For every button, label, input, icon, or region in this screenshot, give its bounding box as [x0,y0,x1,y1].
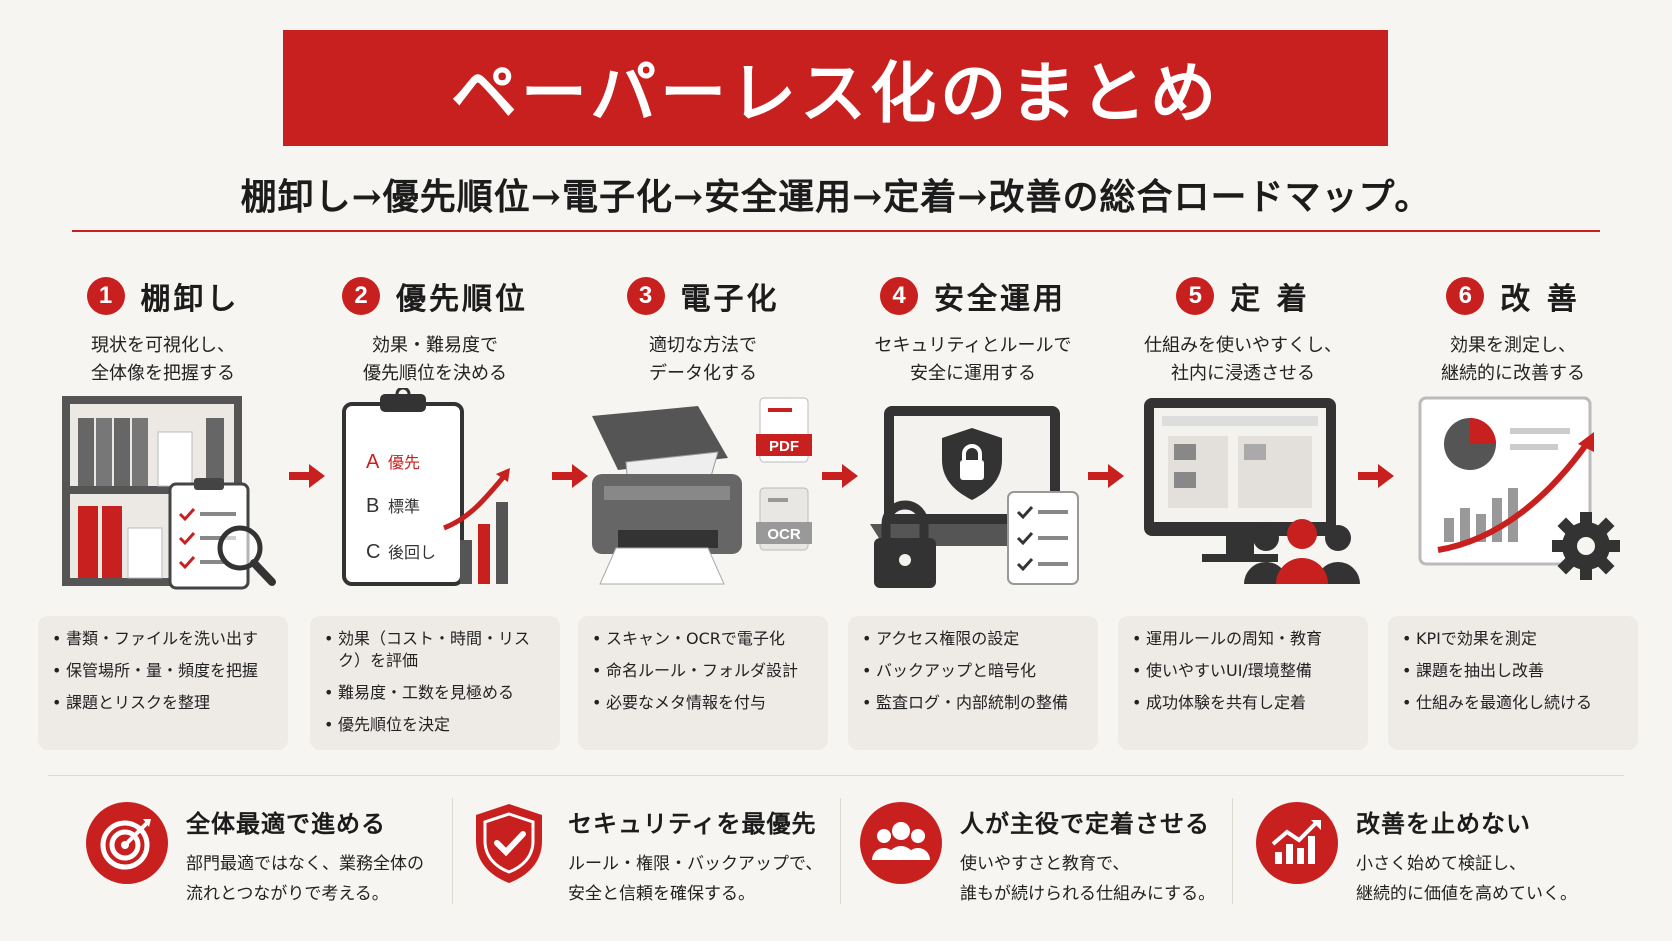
bullet-item: バックアップと暗号化 [862,660,1084,682]
step-title: 棚卸し [140,282,240,317]
scanner-icon: PDF OCR [592,397,812,585]
step-bullets: アクセス権限の設定 バックアップと暗号化 監査ログ・内部統制の整備 [848,616,1098,750]
priority-b-label: 標準 [388,497,420,516]
pillar-continuous-improvement: 改善を止めない 小さく始めて検証し、 継続的に価値を高めていく。 [1256,796,1577,906]
step-number-badge: 2 [342,277,380,315]
arrow-right-icon [1358,464,1394,488]
priority-c-letter: C [366,541,380,563]
pillar-description: 使いやすさと教育で、 誰もが続けられる仕組みにする。 [960,854,1216,904]
bullet-item: アクセス権限の設定 [862,628,1084,650]
step-description: 適切な方法で データ化する [649,335,757,384]
bullet-item: 課題とリスクを整理 [52,692,274,714]
people-icon [860,802,942,884]
step-description: 効果を測定し、 継続的に改善する [1441,335,1585,384]
step-bullets: KPIで効果を測定 課題を抽出し改善 仕組みを最適化し続ける [1388,616,1638,750]
step-1: 1 棚卸し 現状を可視化し、 全体像を把握する 書類・ファイルを洗い出す 保管場… [38,268,288,750]
section-divider [48,775,1624,776]
step-number-badge: 1 [86,277,125,315]
pillar-divider [840,798,841,904]
page-title: ペーパーレス化のまとめ [450,54,1221,132]
bullet-item: 効果（コスト・時間・リスク）を評価 [324,628,546,672]
step-description: 効果・難易度で 優先順位を決める [363,335,507,384]
bullet-item: 優先順位を決定 [324,714,546,736]
arrow-right-icon [1088,464,1124,488]
bullet-item: 使いやすいUI/環境整備 [1132,660,1354,682]
step-title: 電子化 [680,282,780,317]
step-bullets: 書類・ファイルを洗い出す 保管場所・量・頻度を把握 課題とリスクを整理 [38,616,288,750]
step-bullets: 効果（コスト・時間・リスク）を評価 難易度・工数を見極める 優先順位を決定 [310,616,560,750]
step-number-badge: 5 [1176,277,1215,315]
pillar-security-first: セキュリティを最優先 ルール・権限・バックアップで、 安全と信頼を確保する。 [468,796,822,906]
pillar-description: 小さく始めて検証し、 継続的に価値を高めていく。 [1356,854,1577,904]
arrow-right-icon [289,464,325,488]
bullet-item: 書類・ファイルを洗い出す [52,628,274,650]
bullet-item: 運用ルールの周知・教育 [1132,628,1354,650]
priority-a-letter: A [366,451,380,473]
pillar-people-first: 人が主役で定着させる 使いやすさと教育で、 誰もが続けられる仕組みにする。 [860,796,1215,906]
step-description: セキュリティとルールで 安全に運用する [874,335,1072,384]
step-4: 4 安全運用 セキュリティとルールで 安全に運用する アクセス権限の設定 バック… [848,268,1098,750]
step-title: 安全運用 [934,282,1066,317]
step-bullets: 運用ルールの周知・教育 使いやすいUI/環境整備 成功体験を共有し定着 [1118,616,1368,750]
step-3: 3 電子化 適切な方法で データ化する PDF OCR スキャン・OCRで電子化… [578,268,828,750]
pillar-title: 全体最適で進める [186,810,386,838]
page-subtitle: 棚卸し→優先順位→電子化→安全運用→定着→改善の総合ロードマップ。 [240,176,1432,218]
report-growth-gear-icon [1418,396,1620,580]
step-number-badge: 3 [626,277,665,315]
priority-c-label: 後回し [388,543,436,562]
step-title: 優先順位 [396,282,528,317]
bullet-item: 命名ルール・フォルダ設計 [592,660,814,682]
bullet-item: 課題を抽出し改善 [1402,660,1624,682]
pillar-title: セキュリティを最優先 [568,810,817,838]
target-icon [86,802,168,884]
step-2: 2 優先順位 効果・難易度で 優先順位を決める A 優先 B 標準 C 後回し … [310,268,560,750]
step-number-badge: 4 [880,277,918,315]
pillar-description: 部門最適ではなく、業務全体の 流れとつながりで考える。 [186,854,424,904]
step-5: 5 定 着 仕組みを使いやすくし、 社内に浸透させる 運用ルールの周知・教育 使… [1118,268,1368,750]
growth-chart-icon [1256,802,1338,884]
pillar-description: ルール・権限・バックアップで、 安全と信頼を確保する。 [568,854,823,904]
step-bullets: スキャン・OCRで電子化 命名ルール・フォルダ設計 必要なメタ情報を付与 [578,616,828,750]
pillar-title: 改善を止めない [1356,810,1531,838]
bullet-item: 監査ログ・内部統制の整備 [862,692,1084,714]
priority-clipboard-chart-icon: A 優先 B 標準 C 後回し [342,388,510,586]
step-title: 改 善 [1500,282,1580,317]
pillar-divider [1232,798,1233,904]
title-divider [72,230,1600,232]
bookshelf-clipboard-magnifier-icon [62,396,276,590]
ocr-label: OCR [767,526,801,543]
shield-check-icon [468,802,550,884]
bullet-item: 保管場所・量・頻度を把握 [52,660,274,682]
step-description: 現状を可視化し、 全体像を把握する [91,335,235,384]
arrow-right-icon [822,464,858,488]
pdf-label: PDF [769,438,799,455]
pillar-whole-optimization: 全体最適で進める 部門最適ではなく、業務全体の 流れとつながりで考える。 [86,796,424,906]
step-number-badge: 6 [1446,277,1485,315]
title-banner: ペーパーレス化のまとめ [283,30,1388,146]
bullet-item: スキャン・OCRで電子化 [592,628,814,650]
pillar-divider [452,798,453,904]
laptop-shield-lock-icon [870,406,1079,588]
step-6: 6 改 善 効果を測定し、 継続的に改善する KPIで効果を測定 課題を抽出し改… [1388,268,1638,750]
arrow-right-icon [552,464,588,488]
bullet-item: 仕組みを最適化し続ける [1402,692,1624,714]
pillar-title: 人が主役で定着させる [960,810,1210,838]
priority-b-letter: B [366,495,379,517]
priority-a-label: 優先 [388,453,420,472]
bullet-item: KPIで効果を測定 [1402,628,1624,650]
step-title: 定 着 [1230,282,1310,317]
step-description: 仕組みを使いやすくし、 社内に浸透させる [1144,335,1342,384]
bullet-item: 必要なメタ情報を付与 [592,692,814,714]
bullet-item: 成功体験を共有し定着 [1132,692,1354,714]
bullet-item: 難易度・工数を見極める [324,682,546,704]
monitor-users-icon [1144,398,1360,584]
